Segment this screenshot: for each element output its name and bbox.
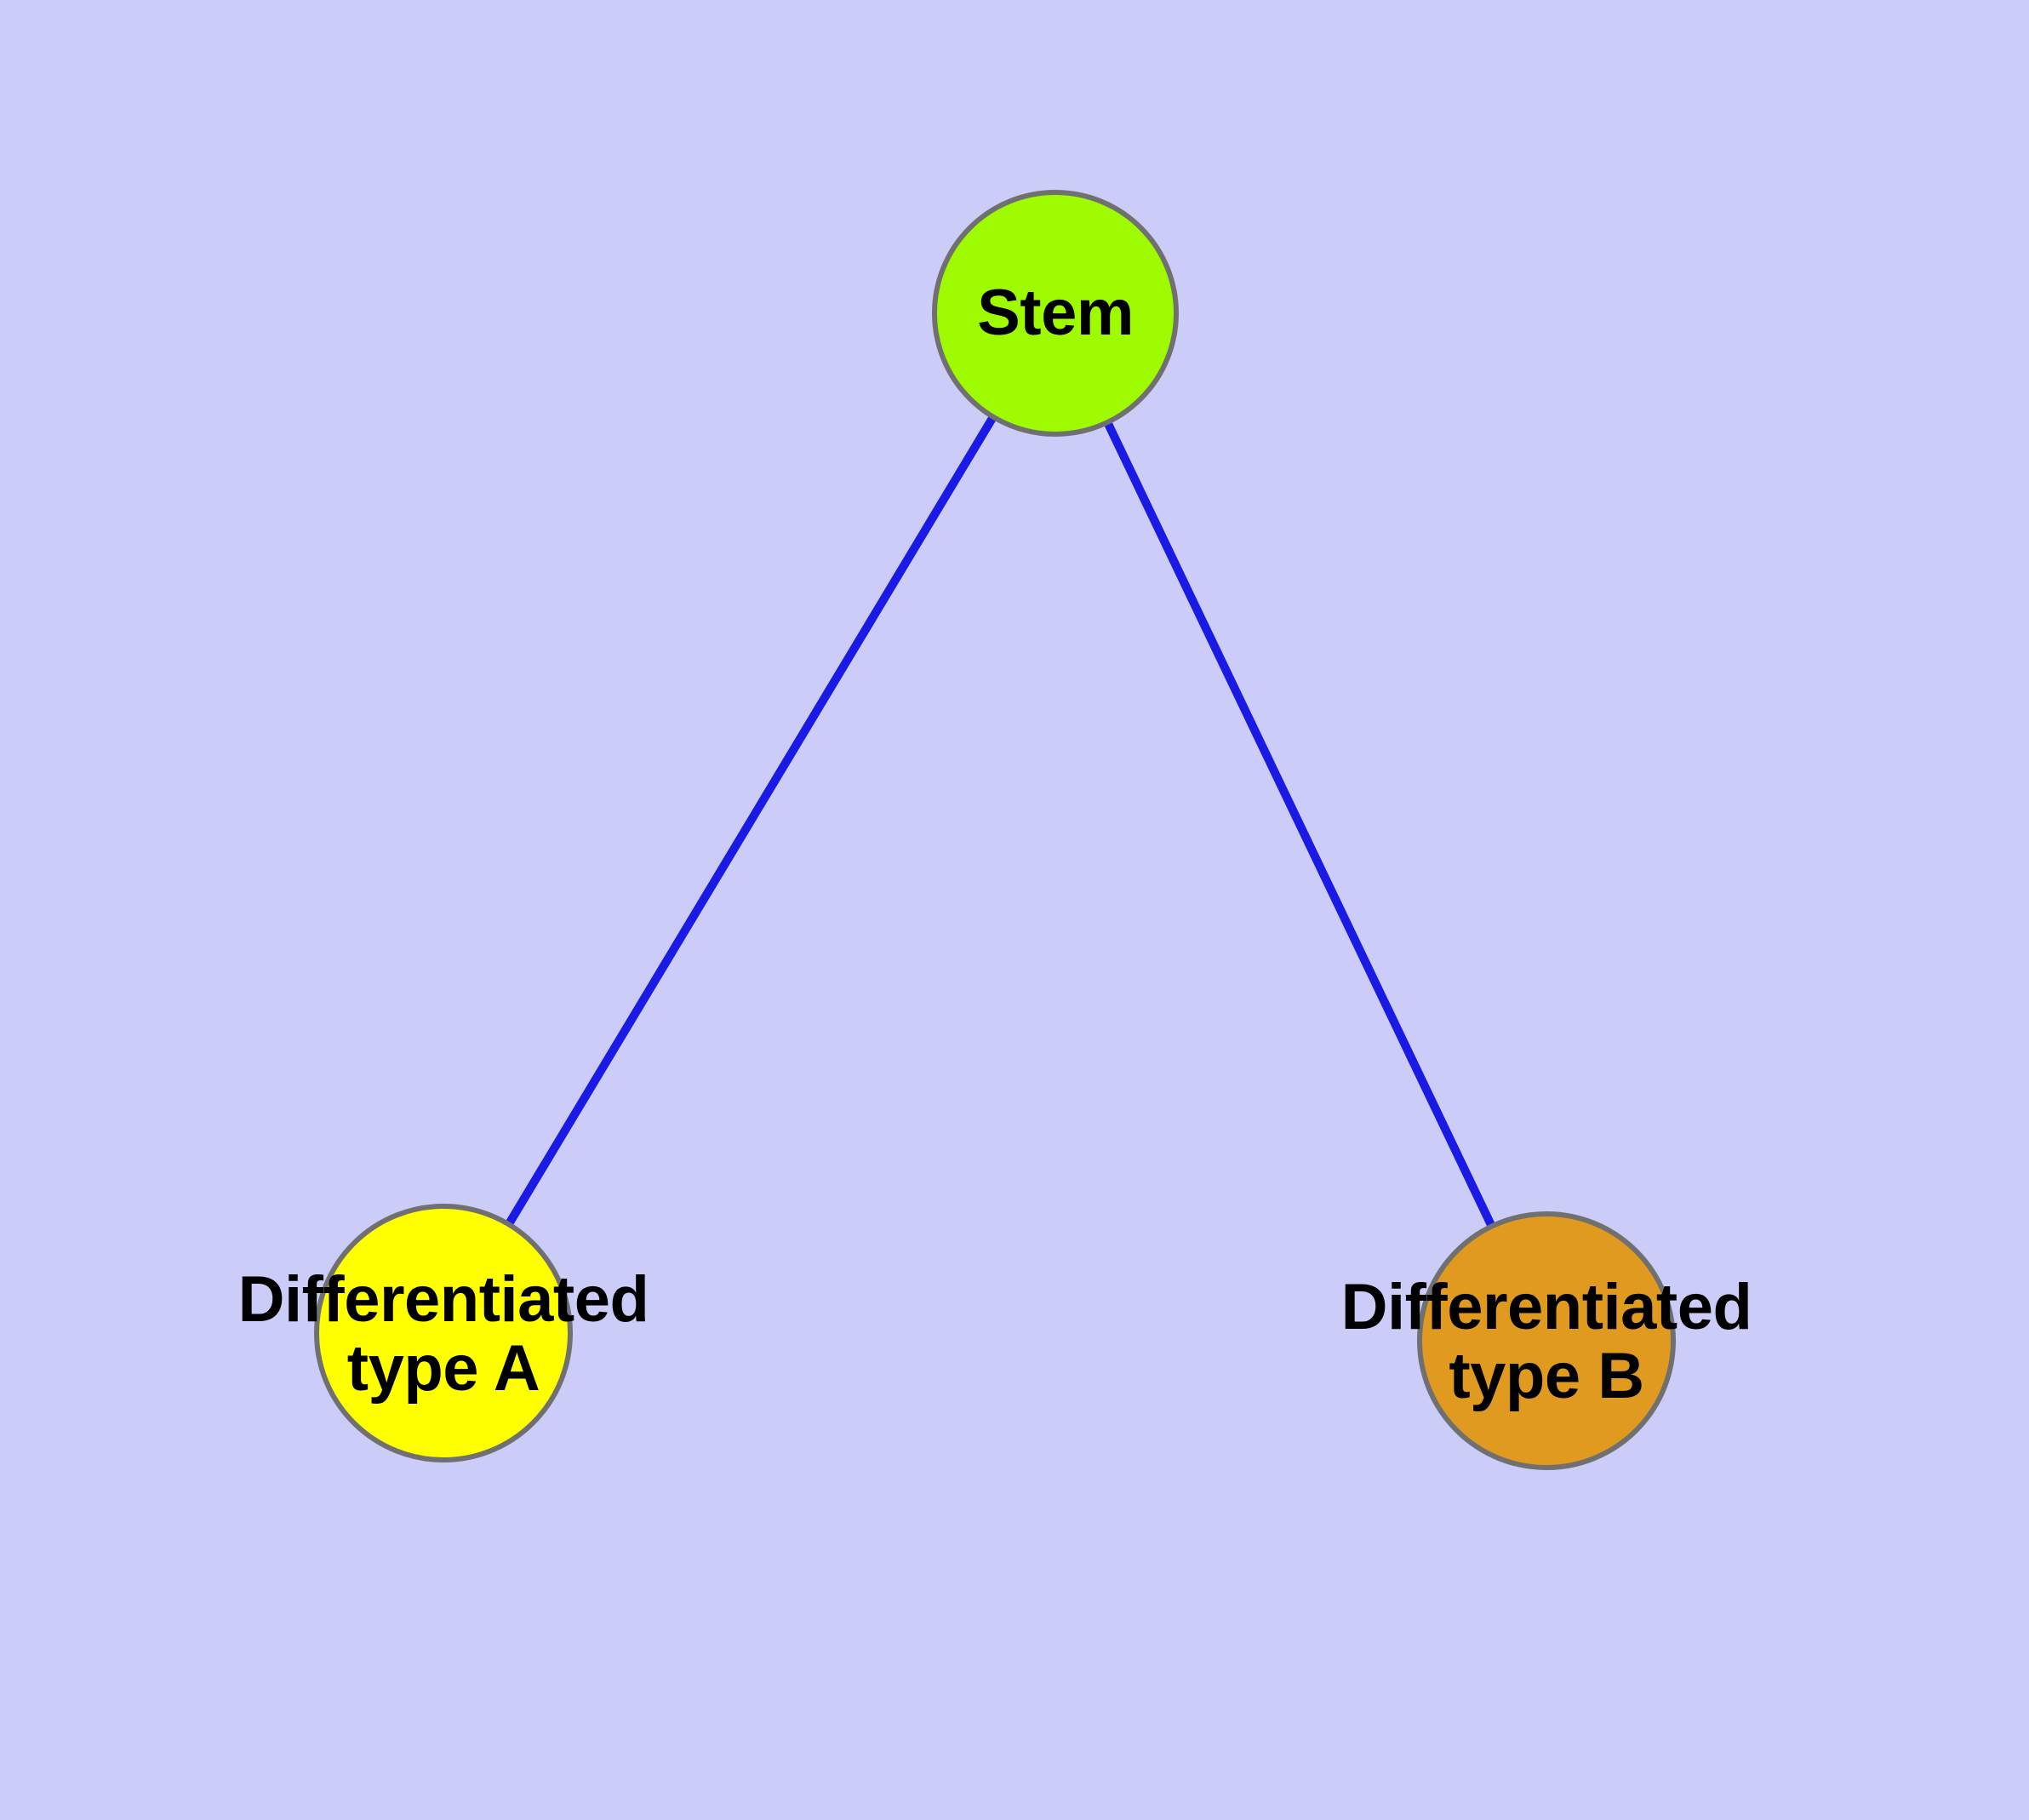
node-stem[interactable] bbox=[932, 190, 1179, 437]
edge-stem-to-differentiated-type-b bbox=[1051, 311, 1551, 1343]
edge-stem-to-differentiated-type-a bbox=[439, 311, 1060, 1336]
node-differentiated-type-a[interactable] bbox=[314, 1204, 573, 1462]
node-differentiated-type-b[interactable] bbox=[1417, 1211, 1676, 1470]
